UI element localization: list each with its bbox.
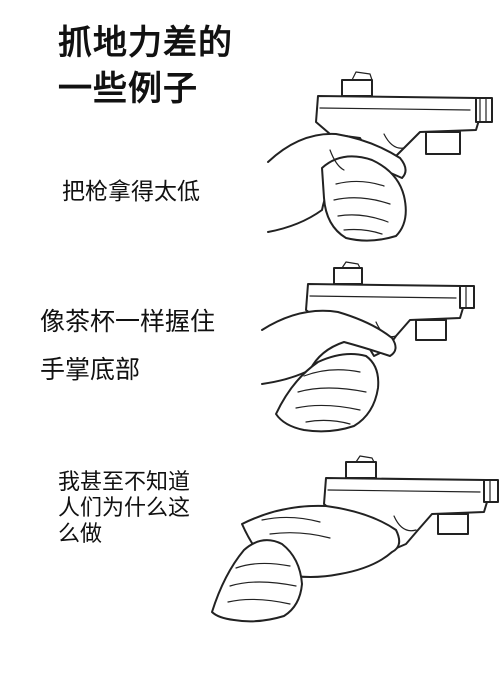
hands-icon: [267, 132, 407, 242]
caption-example-3-line-2: 人们为什么这: [58, 496, 191, 521]
page-title: 抓地力差的 一些例子: [58, 20, 233, 112]
pistol-icon: [305, 261, 475, 357]
caption-example-3-line-3: 么做: [58, 522, 103, 547]
pistol-grip-illustration-2: [261, 261, 475, 433]
pistol-grip-illustration-1: [267, 71, 493, 242]
caption-example-3: 我甚至不知道 人们为什么这 么做: [58, 470, 190, 548]
caption-example-2-line-2: 手掌底部: [40, 355, 141, 384]
pistol-icon: [315, 71, 493, 171]
caption-example-1: 把枪拿得太低: [62, 179, 200, 205]
title-line-1: 抓地力差的: [58, 23, 233, 63]
pistol-grip-illustration-3: [211, 455, 499, 623]
caption-example-3-line-1: 我甚至不知道: [58, 470, 191, 495]
hands-icon: [261, 309, 397, 433]
hands-icon: [211, 504, 401, 623]
caption-example-2-line-1: 像茶杯一样握住: [40, 307, 216, 336]
title-line-2: 一些例子: [58, 69, 198, 109]
